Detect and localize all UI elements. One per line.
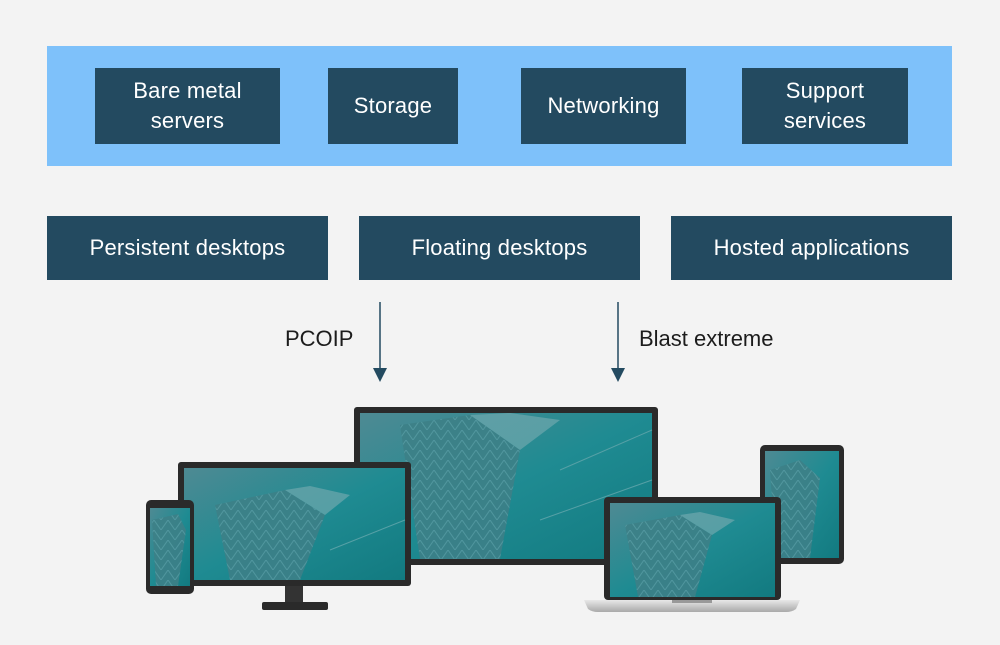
workload-hosted-applications-label: Hosted applications	[713, 235, 910, 260]
workload-persistent-desktops-label: Persistent desktops	[89, 235, 286, 260]
laptop-icon	[584, 497, 800, 612]
infra-support-services-label: Support services	[783, 78, 867, 133]
workload-persistent-desktops: Persistent desktops	[47, 216, 328, 280]
monitor-icon	[178, 462, 411, 610]
infra-support-services: Support services	[742, 68, 908, 144]
large-display-icon	[354, 407, 658, 565]
infra-bare-metal-servers-label: Bare metal servers	[133, 78, 242, 133]
workload-floating-desktops-label: Floating desktops	[411, 235, 588, 260]
infra-bare-metal-servers: Bare metal servers	[95, 68, 280, 144]
arrow-blast-extreme	[611, 302, 625, 382]
infra-networking: Networking	[521, 68, 686, 144]
infra-storage-label: Storage	[353, 93, 433, 118]
protocol-pcoip-label: PCOIP	[285, 326, 354, 351]
workload-hosted-applications: Hosted applications	[671, 216, 952, 280]
arrow-pcoip	[373, 302, 387, 382]
infra-networking-label: Networking	[547, 93, 660, 118]
phone-icon	[146, 500, 194, 594]
infra-storage: Storage	[328, 68, 458, 144]
workload-floating-desktops: Floating desktops	[359, 216, 640, 280]
protocol-blast-extreme-label: Blast extreme	[639, 326, 774, 351]
